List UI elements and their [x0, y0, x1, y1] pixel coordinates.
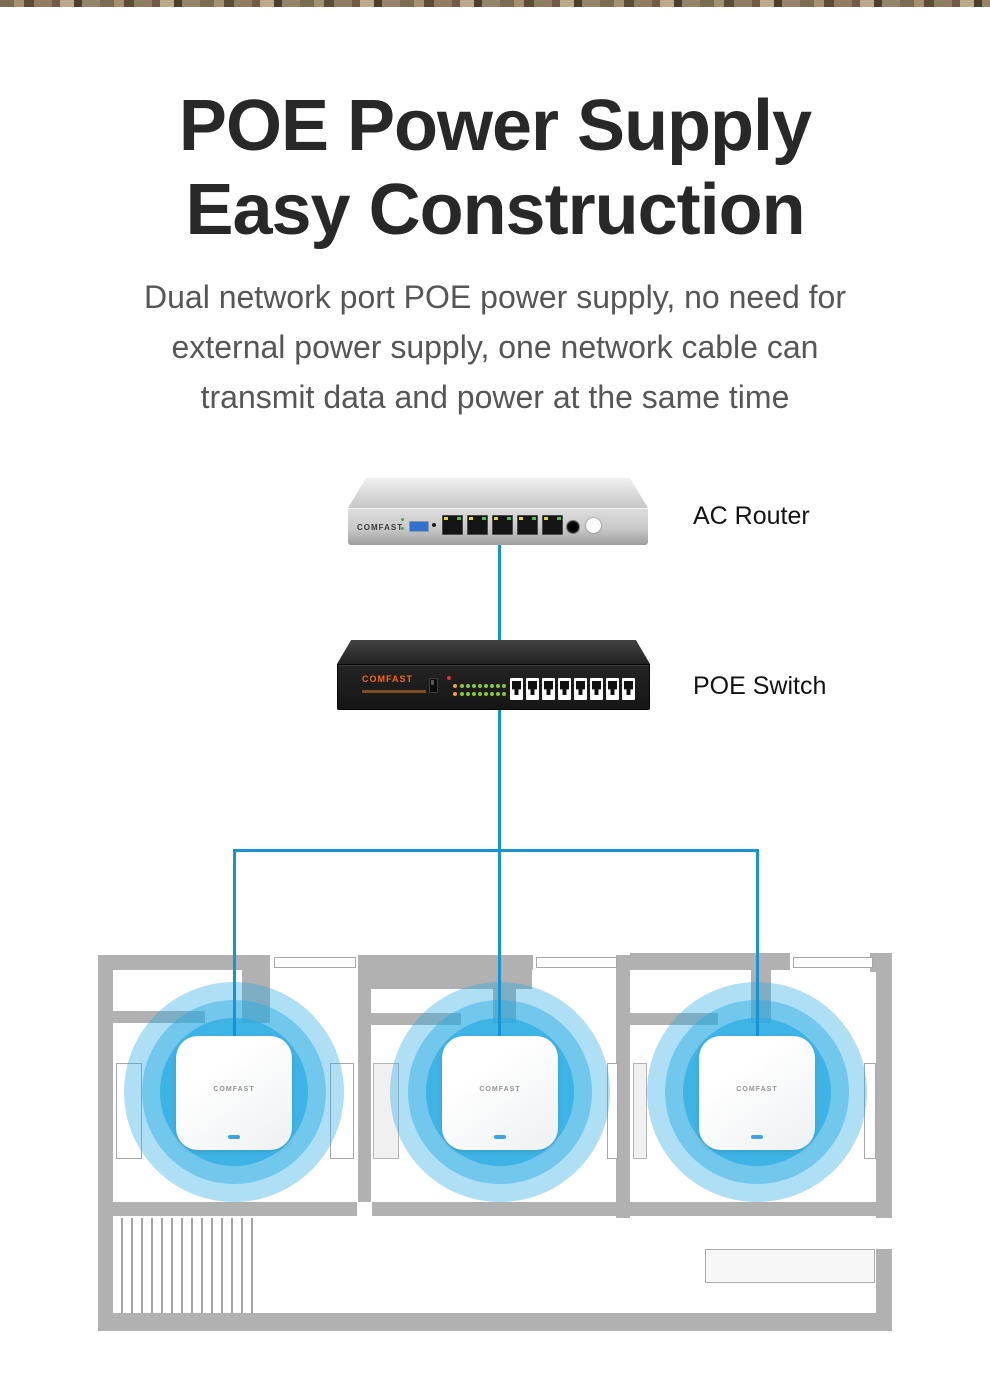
switch-ethernet-ports [510, 678, 635, 700]
wall-segment [630, 1013, 718, 1025]
wall-segment [876, 955, 892, 1218]
wall-segment [98, 955, 113, 1331]
ethernet-cable [233, 849, 759, 852]
wall-segment [371, 1013, 461, 1025]
ap-led-icon [494, 1135, 506, 1139]
wall-segment [616, 955, 630, 1218]
wall-segment [876, 1249, 892, 1331]
page-title: POE Power Supply Easy Construction [0, 84, 990, 252]
router-power-button-icon [586, 518, 601, 533]
decorative-wood-strip [0, 0, 990, 7]
wall-segment [358, 955, 371, 1203]
door-plan-symbol [864, 1063, 876, 1159]
subtitle-line: transmit data and power at the same time [200, 379, 790, 415]
door-plan-symbol [274, 957, 356, 968]
ethernet-cable [233, 849, 236, 1045]
switch-led-row [453, 692, 457, 696]
ceiling-ap-device: COMFAST [176, 1036, 292, 1150]
ethernet-cable [498, 707, 501, 851]
poe-switch-device: COMFAST [337, 640, 650, 710]
wall-segment [98, 1313, 892, 1331]
subtitle-line: external power supply, one network cable… [171, 329, 819, 365]
ethernet-port-icon [510, 678, 523, 700]
ceiling-ap-device: COMFAST [442, 1036, 558, 1150]
door-plan-symbol [330, 1063, 354, 1159]
router-ethernet-ports [442, 515, 563, 535]
wall-segment [98, 1202, 892, 1216]
ethernet-cable [498, 545, 501, 641]
wall-segment [371, 955, 533, 970]
ceiling-ap-device: COMFAST [699, 1036, 815, 1150]
ethernet-port-icon [542, 515, 563, 535]
ethernet-port-icon [467, 515, 488, 535]
ethernet-port-icon [574, 678, 587, 700]
ethernet-port-icon [606, 678, 619, 700]
switch-toggle-icon [429, 678, 438, 693]
table-plan-symbol [705, 1249, 875, 1283]
ethernet-port-icon [590, 678, 603, 700]
router-front-face: COMFAST [348, 508, 648, 545]
switch-brand-text: COMFAST [362, 674, 413, 684]
ethernet-port-icon [622, 678, 635, 700]
switch-front-face: COMFAST [337, 664, 650, 710]
router-usb-port-icon [409, 521, 429, 532]
switch-top-face [337, 640, 650, 664]
switch-model-text-illegible [362, 690, 426, 693]
door-plan-symbol [793, 957, 873, 968]
page-subtitle: Dual network port POE power supply, no n… [0, 272, 990, 422]
wall-segment [630, 953, 790, 970]
router-dc-jack-icon [566, 520, 580, 534]
door-plan-symbol [633, 1063, 647, 1159]
wall-segment [113, 1011, 205, 1023]
ethernet-port-icon [442, 515, 463, 535]
router-reset-pinhole-icon [432, 523, 436, 527]
stairs-plan-symbol [121, 1218, 261, 1313]
ethernet-port-icon [526, 678, 539, 700]
wall-segment [98, 955, 270, 970]
ethernet-port-icon [558, 678, 571, 700]
router-top-face [348, 478, 648, 508]
ethernet-port-icon [492, 515, 513, 535]
ap-led-icon [751, 1135, 763, 1139]
ap-brand-text: COMFAST [213, 1086, 255, 1093]
router-status-led-icon [401, 518, 404, 521]
ap-brand-text: COMFAST [479, 1086, 521, 1093]
ap-led-icon [228, 1135, 240, 1139]
corridor-opening [357, 1202, 372, 1216]
door-plan-symbol [607, 1063, 618, 1159]
page-title-line2: Easy Construction [185, 170, 805, 250]
ethernet-cable [498, 851, 501, 1045]
ethernet-cable [756, 849, 759, 1045]
ac-router-label: AC Router [693, 502, 810, 530]
ap-brand-text: COMFAST [736, 1086, 778, 1093]
switch-power-led-icon [447, 676, 451, 680]
subtitle-line: Dual network port POE power supply, no n… [144, 279, 846, 315]
ethernet-port-icon [517, 515, 538, 535]
page-title-line1: POE Power Supply [178, 86, 812, 166]
wall-segment [242, 955, 270, 1023]
wall-segment [371, 970, 532, 989]
switch-led-row [453, 684, 457, 688]
ethernet-port-icon [542, 678, 555, 700]
door-plan-symbol [536, 957, 617, 968]
ac-router-device: COMFAST [348, 478, 648, 545]
poe-switch-label: POE Switch [693, 672, 827, 700]
router-brand-text: COMFAST [357, 523, 404, 532]
door-plan-symbol [116, 1063, 142, 1159]
door-plan-symbol [373, 1063, 399, 1159]
